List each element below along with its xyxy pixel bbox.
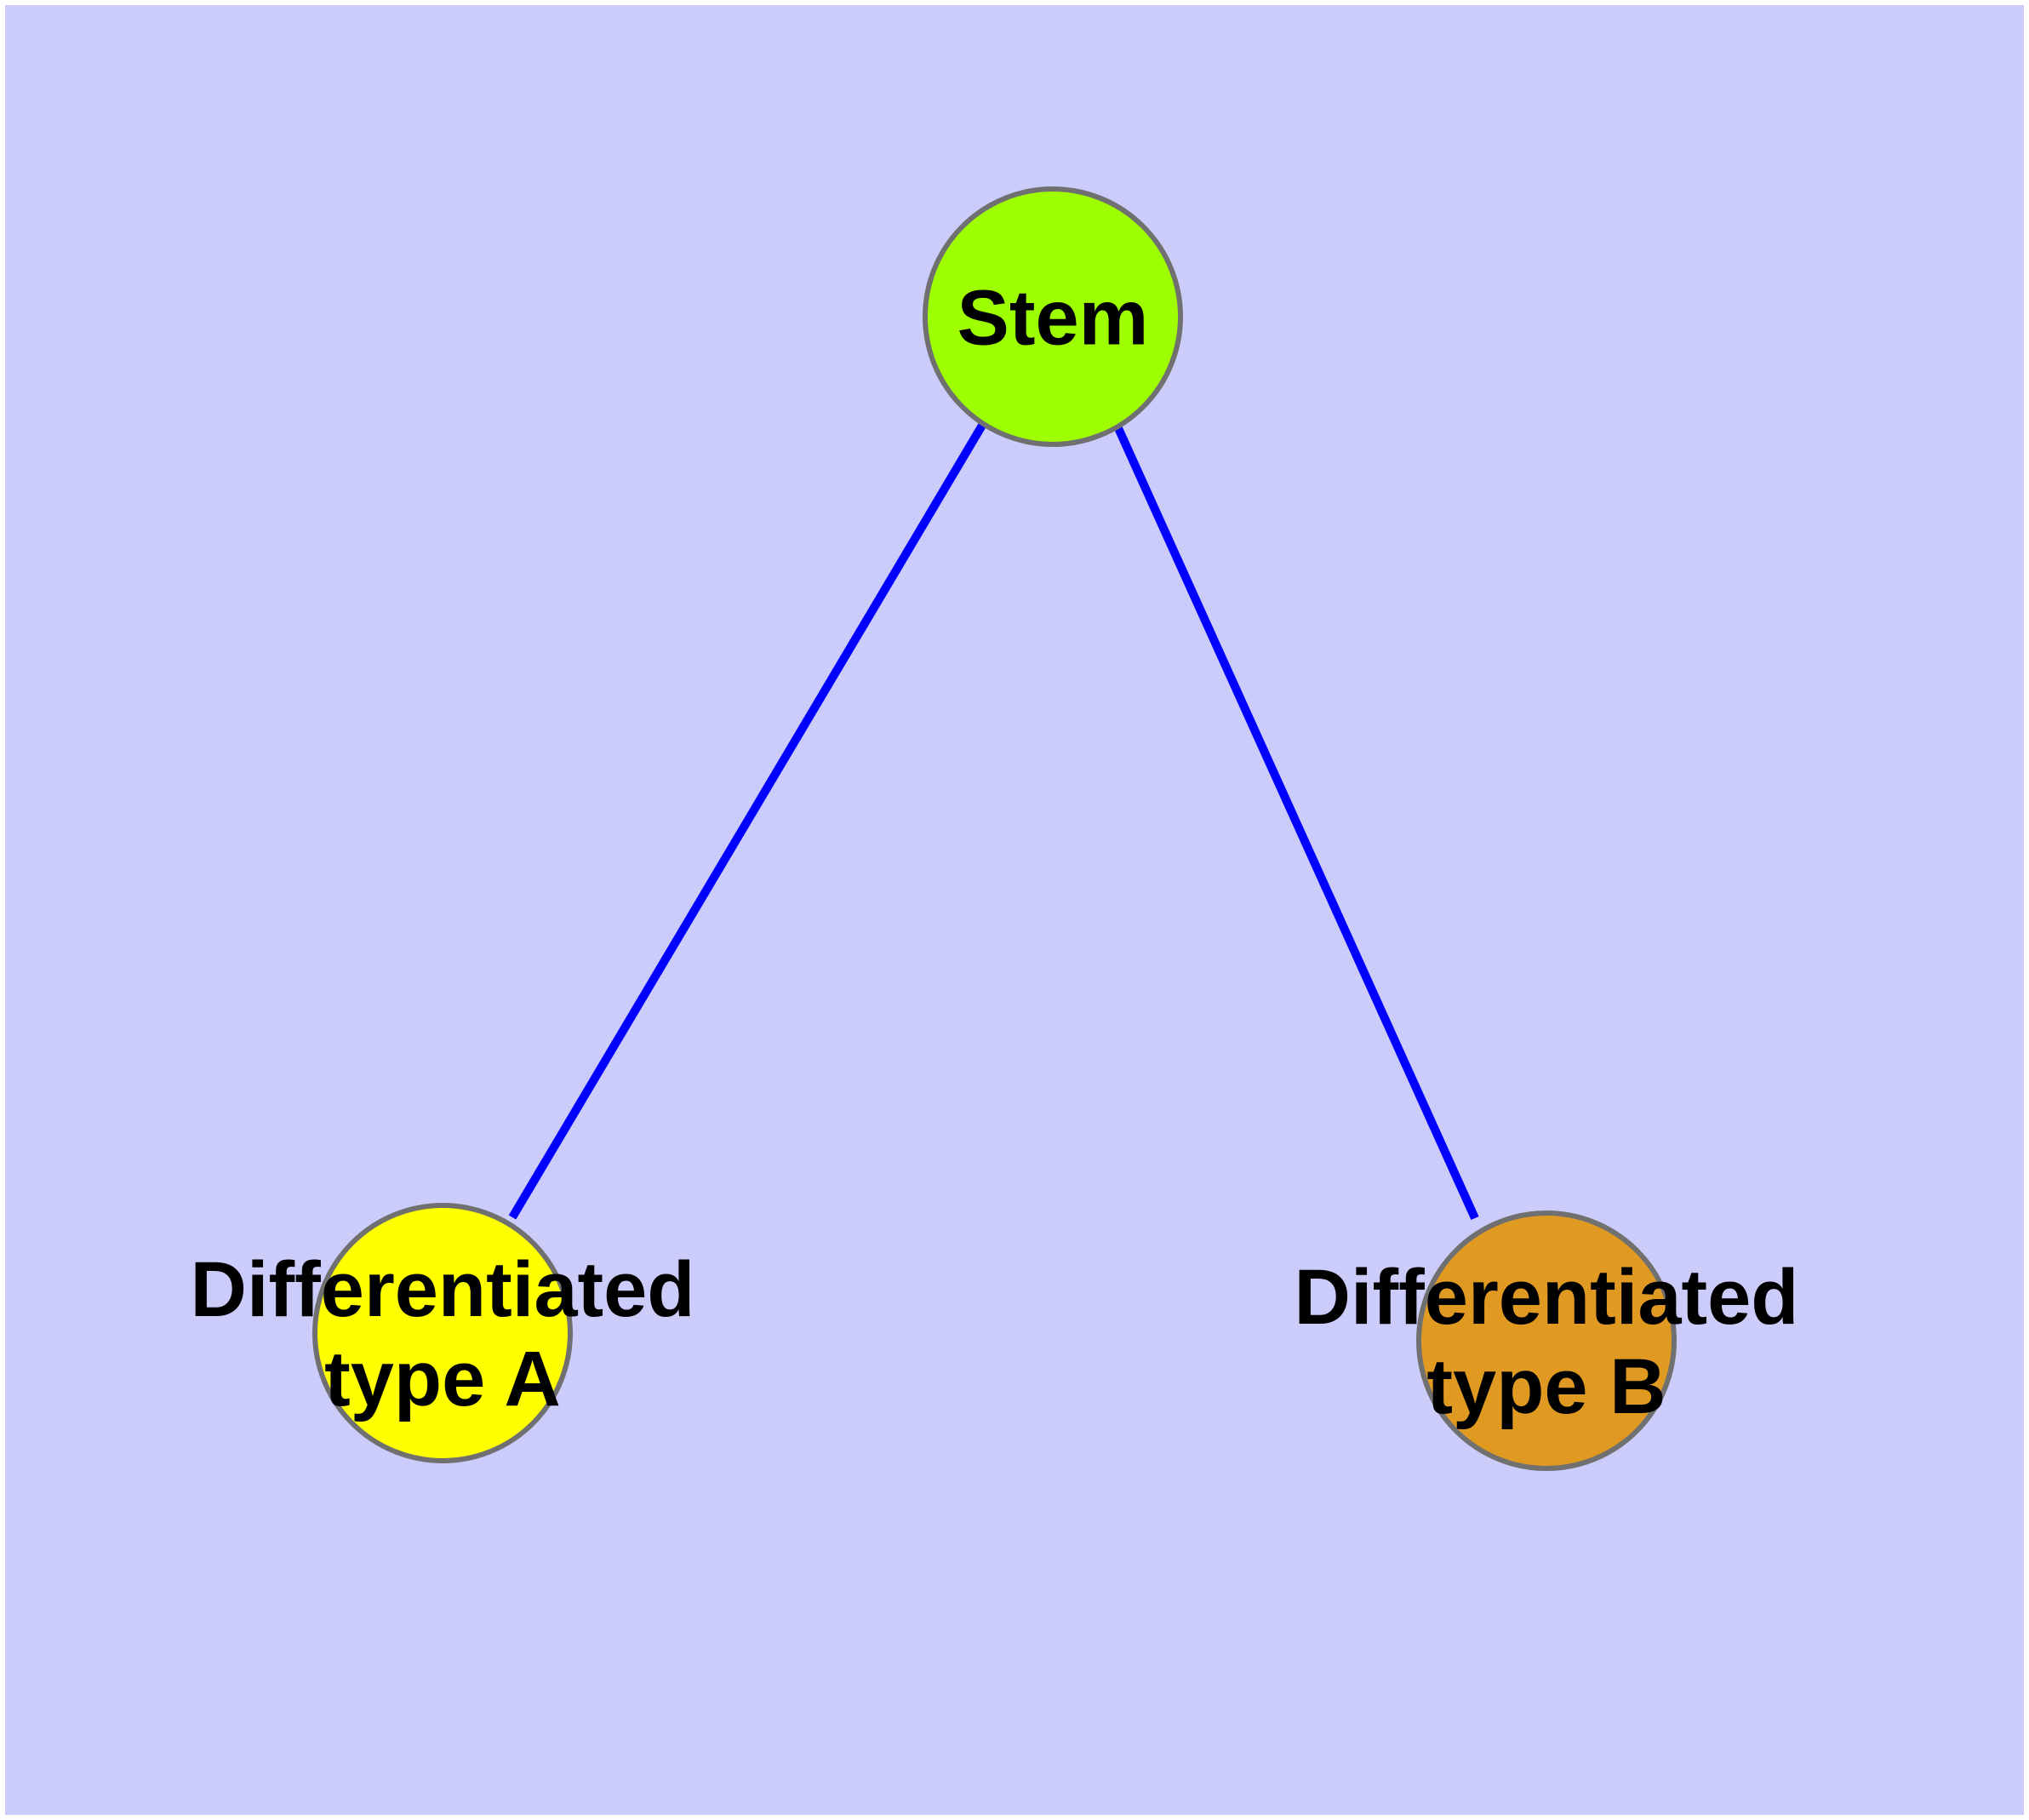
- edge-stem-to-differentiated-type-a[interactable]: [508, 421, 987, 1220]
- node-stem[interactable]: [923, 186, 1183, 447]
- node-circle-differentiated-type-b[interactable]: [1416, 1210, 1677, 1471]
- node-label-differentiated-type-a-line2: type A: [324, 1336, 561, 1422]
- label-layer: Differentiated type A Differentiated typ…: [191, 275, 1799, 1431]
- node-label-differentiated-type-b-line2: type B: [1426, 1343, 1666, 1430]
- node-circle-differentiated-type-a[interactable]: [312, 1203, 573, 1463]
- node-circle-stem[interactable]: [923, 186, 1183, 447]
- edge-layer: [508, 421, 1479, 1221]
- node-differentiated-type-b[interactable]: [1416, 1210, 1677, 1471]
- node-differentiated-type-a[interactable]: [312, 1203, 573, 1463]
- edge-stem-to-differentiated-type-b[interactable]: [1114, 426, 1479, 1221]
- node-label-stem-line1: Stem: [957, 275, 1149, 362]
- node-label-differentiated-type-a-line1: Differentiated: [191, 1246, 695, 1333]
- node-label-differentiated-type-b-line1: Differentiated: [1295, 1254, 1799, 1341]
